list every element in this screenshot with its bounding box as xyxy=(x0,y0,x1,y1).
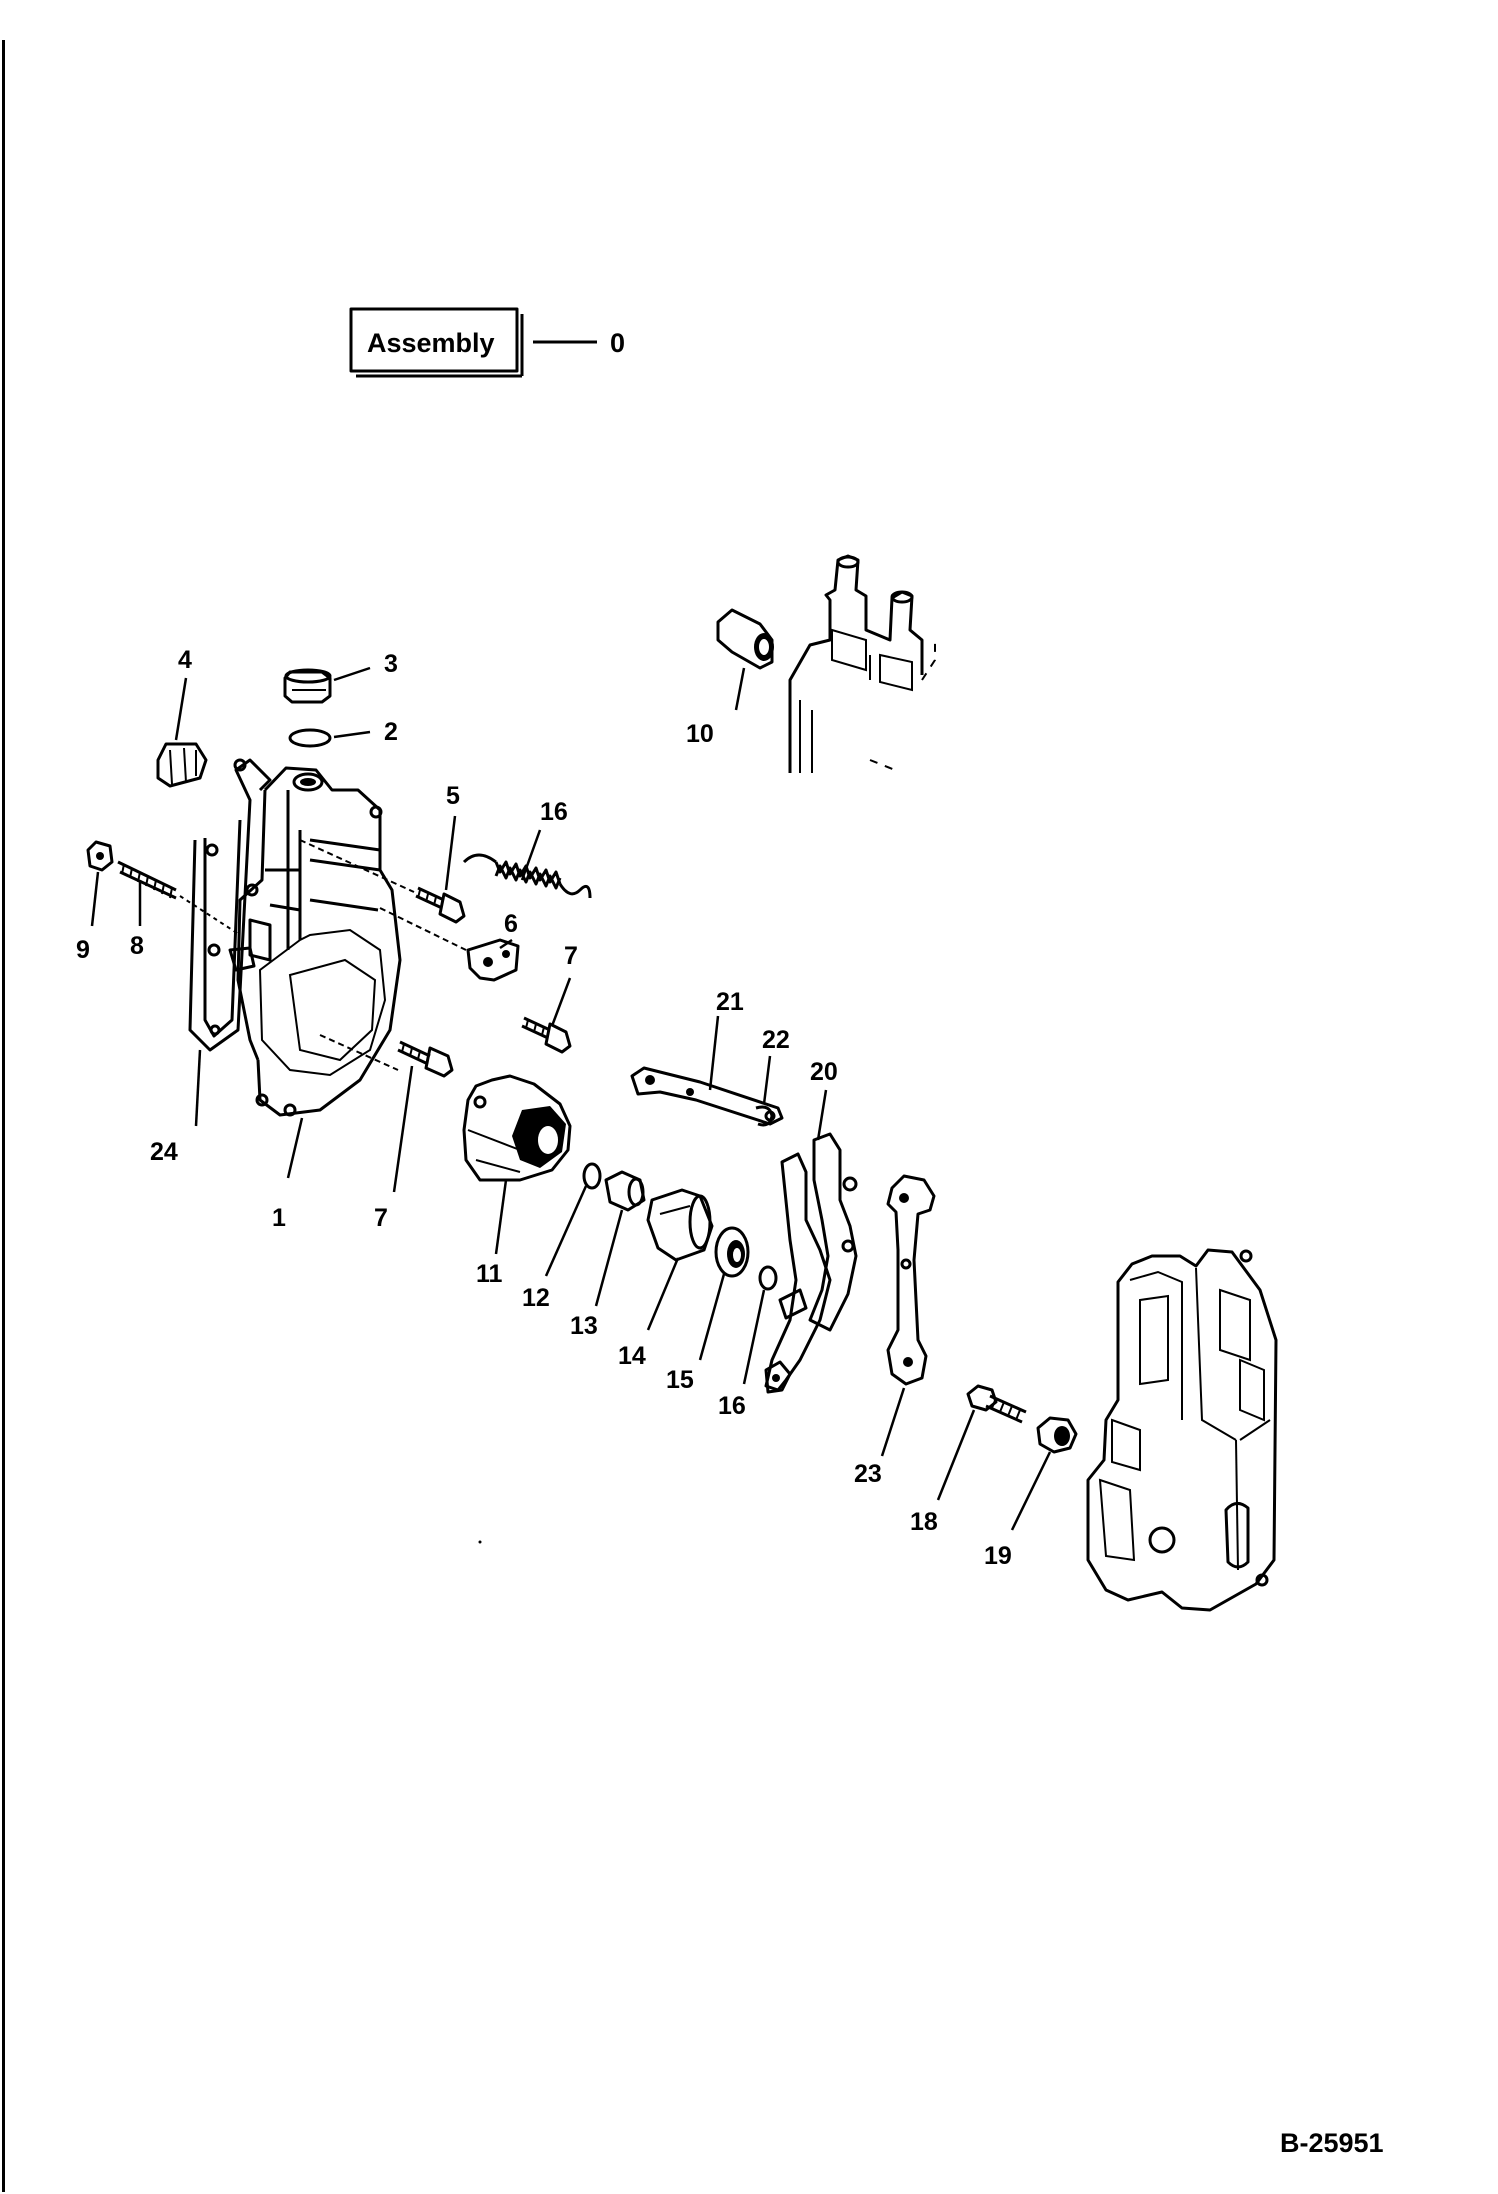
label-part-6: 6 xyxy=(504,910,518,938)
part-4-plug-screw xyxy=(156,742,208,788)
label-part-23: 23 xyxy=(854,1460,882,1488)
assembly-callout: Assembly 0 xyxy=(349,307,625,378)
part-7-bolt-upper xyxy=(521,1016,572,1054)
part-3-plug xyxy=(283,668,332,704)
label-part-12: 12 xyxy=(522,1284,550,1312)
part-17-spring xyxy=(462,853,592,899)
part-12-snap-ring xyxy=(582,1162,602,1190)
part-16-washer xyxy=(758,1265,778,1291)
part-23-arm xyxy=(886,1174,936,1386)
part-22-clip xyxy=(755,1105,774,1127)
part-1-governor-housing xyxy=(228,766,402,1117)
pump-body-reference xyxy=(788,554,936,773)
assembly-label: Assembly xyxy=(367,328,495,358)
label-part-21: 21 xyxy=(716,988,744,1016)
part-11-lever-assembly xyxy=(462,1074,572,1182)
label-part-5: 5 xyxy=(446,782,460,810)
part-9-nut xyxy=(86,840,114,872)
part-10-plug xyxy=(716,608,774,670)
label-part-9: 9 xyxy=(76,936,90,964)
label-part-15: 15 xyxy=(666,1366,694,1394)
part-24-gasket xyxy=(188,758,272,1052)
part-number-labels: 4 3 2 5 16 6 7 10 9 8 24 1 7 11 12 13 14… xyxy=(76,646,1012,1570)
label-part-4: 4 xyxy=(178,646,192,674)
part-6-plate xyxy=(379,907,520,982)
label-part-19: 19 xyxy=(984,1542,1012,1570)
label-part-24: 24 xyxy=(150,1138,178,1166)
label-part-22: 22 xyxy=(762,1026,790,1054)
drawing-number: B-25951 xyxy=(1280,2128,1384,2158)
part-15-bearing xyxy=(714,1226,750,1278)
label-part-16: 16 xyxy=(718,1392,746,1420)
label-part-7-lower: 7 xyxy=(374,1204,388,1232)
label-part-1: 1 xyxy=(272,1204,286,1232)
part-14-sleeve xyxy=(646,1188,714,1262)
part-18-adjust-screw xyxy=(966,1384,1027,1424)
governor-cover xyxy=(1086,1248,1278,1612)
label-part-8: 8 xyxy=(130,932,144,960)
label-part-20: 20 xyxy=(810,1058,838,1086)
part-8-stud xyxy=(117,860,241,936)
part-7-bolt-lower xyxy=(319,1034,454,1078)
label-part-11: 11 xyxy=(476,1260,503,1288)
part-19-nut xyxy=(1036,1416,1078,1454)
label-part-10: 10 xyxy=(686,720,714,748)
part-13-collar xyxy=(604,1170,646,1212)
part-5-bolt xyxy=(299,839,466,924)
part-20-lever xyxy=(764,1132,858,1394)
label-part-3: 3 xyxy=(384,650,398,678)
part-2-o-ring xyxy=(288,728,332,748)
label-part-13: 13 xyxy=(570,1312,598,1340)
label-part-18: 18 xyxy=(910,1508,938,1536)
part-21-link xyxy=(630,1066,784,1126)
label-part-7-upper: 7 xyxy=(564,942,578,970)
assembly-number: 0 xyxy=(610,328,625,358)
label-part-2: 2 xyxy=(384,718,398,746)
page-frame-line xyxy=(2,40,1498,2192)
label-part-14: 14 xyxy=(618,1342,646,1370)
label-part-17: 16 xyxy=(540,798,568,826)
leader-lines xyxy=(90,666,1052,1531)
